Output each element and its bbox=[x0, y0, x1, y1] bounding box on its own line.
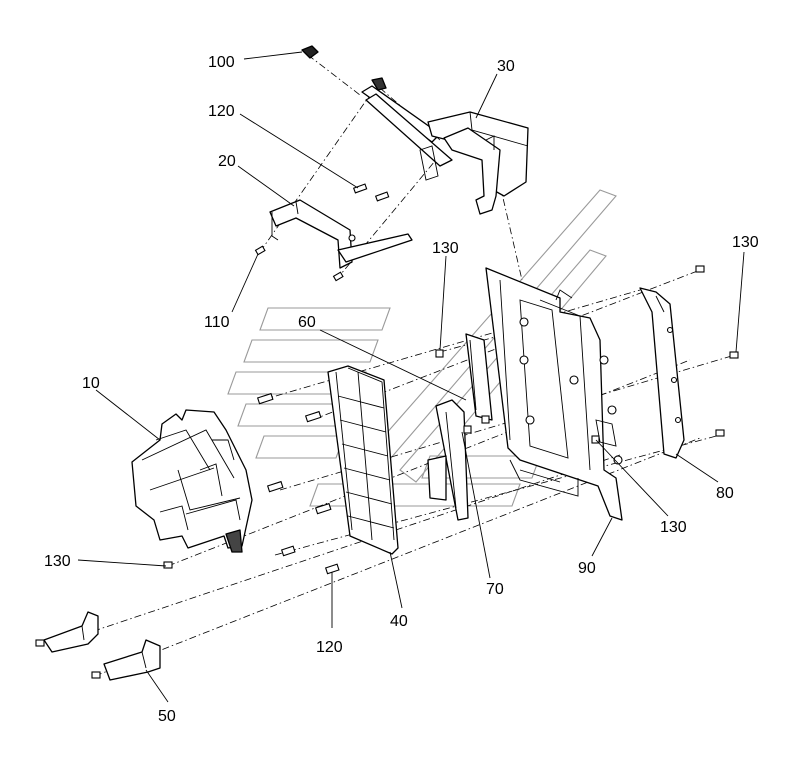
callout-130-mid: 130 bbox=[432, 240, 459, 257]
callout-50: 50 bbox=[158, 708, 176, 725]
callout-100: 100 bbox=[208, 54, 235, 71]
callout-20: 20 bbox=[218, 153, 236, 170]
part-80-rail bbox=[639, 287, 685, 459]
callout-60: 60 bbox=[298, 314, 316, 331]
callout-80: 80 bbox=[716, 485, 734, 502]
callout-120-bottom: 120 bbox=[316, 639, 343, 656]
part-30-lever-housing bbox=[361, 77, 529, 215]
part-50-lower-brackets bbox=[43, 611, 161, 681]
part-70-slotted-plate bbox=[427, 399, 469, 521]
screws-upper bbox=[254, 183, 390, 282]
part-100-knob bbox=[301, 45, 319, 59]
callout-120-top: 120 bbox=[208, 103, 235, 120]
callout-130-left: 130 bbox=[44, 553, 71, 570]
part-90-main-frame bbox=[485, 267, 623, 521]
part-40-filter-grid bbox=[327, 365, 399, 555]
callout-90: 90 bbox=[578, 560, 596, 577]
callout-30: 30 bbox=[497, 58, 515, 75]
callout-110: 110 bbox=[204, 314, 230, 331]
callout-130-right: 130 bbox=[732, 234, 759, 251]
part-20-mounting-plate bbox=[269, 199, 413, 269]
callout-70: 70 bbox=[486, 581, 504, 598]
callout-40: 40 bbox=[390, 613, 408, 630]
part-60-bracket bbox=[465, 333, 493, 421]
leader-lines bbox=[77, 51, 745, 703]
callout-labels: 100 30 120 20 130 130 110 60 10 80 130 9… bbox=[44, 54, 759, 725]
part-10-bracket-assembly bbox=[131, 409, 253, 553]
loose-screws bbox=[35, 265, 739, 679]
callout-130-lower-right: 130 bbox=[660, 519, 687, 536]
callout-10: 10 bbox=[82, 375, 100, 392]
